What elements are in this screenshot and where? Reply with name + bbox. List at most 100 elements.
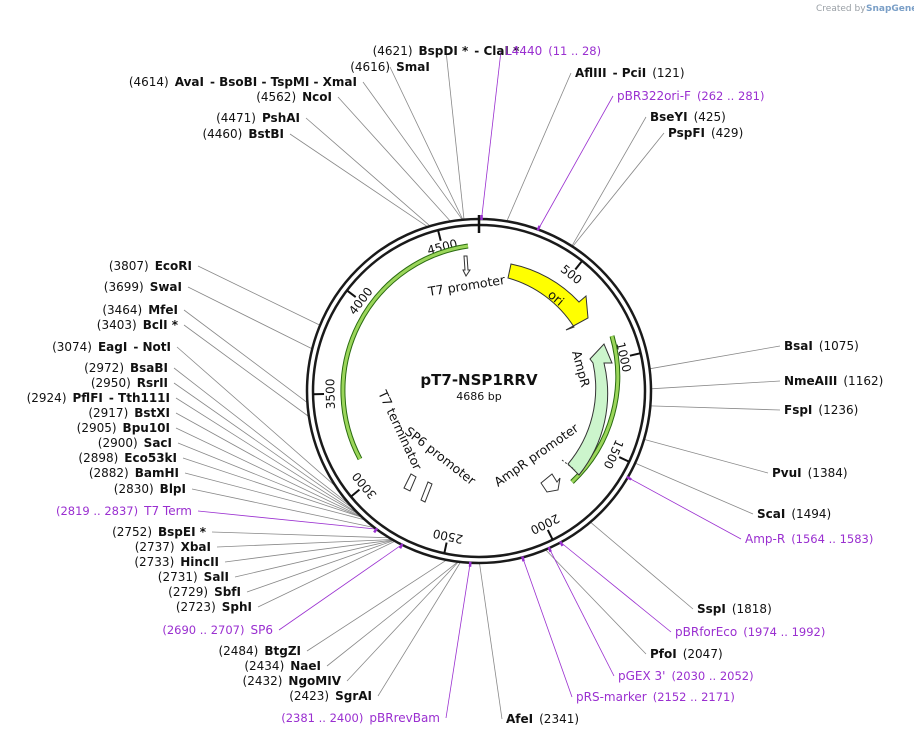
label-pos: (2905) xyxy=(77,421,117,435)
tick-label: 3500 xyxy=(323,378,338,409)
ori-feature[interactable] xyxy=(507,263,589,331)
enzyme-site-label[interactable]: (2731)SalI xyxy=(158,570,229,584)
enzyme-site-label[interactable]: (2723)SphI xyxy=(176,600,252,614)
enzyme-site-label[interactable]: AflIII- PciI(121) xyxy=(575,66,685,80)
enzyme-site-label[interactable]: (2898)Eco53kI xyxy=(78,451,177,465)
enzyme-site-label[interactable]: AfeI(2341) xyxy=(506,712,579,726)
primer-label[interactable]: (2381 .. 2400)pBRrevBam xyxy=(281,711,440,725)
enzyme-site-label[interactable]: (2924)PflFI- Tth111I xyxy=(27,391,170,405)
primer-marks xyxy=(373,215,632,567)
primer-mark xyxy=(536,225,541,231)
leader-line xyxy=(234,539,394,578)
primer-label[interactable]: L4440(11 .. 28) xyxy=(505,44,601,58)
enzyme-site-label[interactable]: (2900)SacI xyxy=(98,436,172,450)
enzyme-site-label[interactable]: (3403)BclI * xyxy=(97,318,179,332)
enzyme-site-label[interactable]: FspI(1236) xyxy=(784,403,858,417)
enzyme-site-label[interactable]: (2882)BamHI xyxy=(89,466,179,480)
label-name: PvuI xyxy=(772,466,802,480)
enzyme-site-label[interactable]: (2830)BlpI xyxy=(114,482,186,496)
t7-terminator-feature[interactable] xyxy=(403,473,417,492)
primer-label[interactable]: Amp-R(1564 .. 1583) xyxy=(745,532,873,546)
enzyme-site-label[interactable]: (4471)PshAI xyxy=(216,111,300,125)
primer-mark xyxy=(373,527,379,534)
primer-label[interactable]: pBR322ori-F(262 .. 281) xyxy=(617,89,764,103)
leader-line xyxy=(650,380,781,390)
enzyme-site-label[interactable]: PfoI(2047) xyxy=(650,647,723,661)
label-name: AflIII xyxy=(575,66,607,80)
enzyme-site-label[interactable]: (2432)NgoMIV xyxy=(243,674,342,688)
leader-line xyxy=(216,539,393,548)
enzyme-site-label[interactable]: (4460)BstBI xyxy=(202,127,284,141)
label-pos: (3403) xyxy=(97,318,137,332)
label-pos: (2432) xyxy=(243,674,283,688)
label-name: BspEI * xyxy=(158,525,207,539)
label-name: SacI xyxy=(144,436,172,450)
leader-line xyxy=(479,562,503,720)
tick-mark xyxy=(574,260,583,271)
enzyme-site-label[interactable]: (2737)XbaI xyxy=(135,540,211,554)
enzyme-site-label[interactable]: (2434)NaeI xyxy=(244,659,321,673)
label-pos: (3464) xyxy=(102,303,142,317)
enzyme-site-label[interactable]: (3464) MfeI xyxy=(102,303,178,317)
primer-label[interactable]: (2690 .. 2707)SP6 xyxy=(162,623,273,637)
ampr-promoter-feature[interactable] xyxy=(540,473,561,493)
label-range: (262 .. 281) xyxy=(697,89,765,103)
enzyme-site-label[interactable]: PspFI(429) xyxy=(668,126,743,140)
primer-label[interactable]: pGEX 3'(2030 .. 2052) xyxy=(618,669,754,683)
enzyme-site-label[interactable]: (4614)AvaI- BsoBI - TspMI - XmaI xyxy=(129,75,357,89)
enzyme-site-label[interactable]: SspI(1818) xyxy=(697,602,772,616)
enzyme-site-label[interactable]: NmeAIII(1162) xyxy=(784,374,883,388)
enzyme-site-label[interactable]: BseYI(425) xyxy=(650,110,726,124)
leader-line xyxy=(445,50,465,220)
label-name: SwaI xyxy=(150,280,182,294)
enzyme-site-label[interactable]: (2423)SgrAI xyxy=(289,689,372,703)
enzyme-site-label[interactable]: ScaI(1494) xyxy=(757,507,831,521)
ampr-feature[interactable] xyxy=(567,343,613,476)
primer-label[interactable]: pRS-marker(2152 .. 2171) xyxy=(576,690,735,704)
label-pos: (2737) xyxy=(135,540,175,554)
plasmid-name: pT7-NSP1RRV xyxy=(420,371,538,389)
enzyme-site-label[interactable]: (4616)SmaI xyxy=(350,60,430,74)
snapgene-logo[interactable]: SnapGene xyxy=(866,4,914,14)
enzyme-site-label[interactable]: (3699) SwaI xyxy=(104,280,182,294)
enzyme-site-label[interactable]: (2733)HincII xyxy=(134,555,219,569)
leader-line xyxy=(224,539,394,563)
label-pos: (3807) xyxy=(109,259,149,273)
tick-label: 3000 xyxy=(349,469,379,501)
enzyme-site-label[interactable]: (2484)BtgZI xyxy=(218,644,301,658)
enzyme-site-label[interactable]: (2917)BstXI xyxy=(88,406,170,420)
label-name: HincII xyxy=(180,555,219,569)
t7-region-arc-fill xyxy=(341,244,469,460)
label-extra: - Tth111I xyxy=(109,391,170,405)
label-name: PflFI xyxy=(73,391,103,405)
leader-line xyxy=(306,559,447,652)
enzyme-site-label[interactable]: (2752)BspEI * xyxy=(112,525,207,539)
leader-line xyxy=(389,66,464,220)
enzyme-site-label[interactable]: (3807)EcoRI xyxy=(109,259,192,273)
label-pos: (2723) xyxy=(176,600,216,614)
leader-line xyxy=(176,346,337,488)
enzyme-site-label[interactable]: (4621)BspDI *- ClaI * xyxy=(373,44,520,58)
label-range: (11 .. 28) xyxy=(548,44,601,58)
label-name: BtgZI xyxy=(264,644,301,658)
t7-promoter-feature[interactable] xyxy=(462,255,471,277)
primer-label[interactable]: pBRforEco(1974 .. 1992) xyxy=(675,625,825,639)
label-name: MfeI xyxy=(148,303,178,317)
enzyme-site-label[interactable]: (2729)SbfI xyxy=(168,585,241,599)
label-name: pBRrevBam xyxy=(369,711,440,725)
enzyme-site-label[interactable]: (2950)RsrII xyxy=(91,376,168,390)
sp6-promoter-feature[interactable] xyxy=(420,481,433,503)
enzyme-site-label[interactable]: (2905)Bpu10I xyxy=(77,421,170,435)
label-name: SalI xyxy=(204,570,229,584)
enzyme-site-label[interactable]: (4562)NcoI xyxy=(256,90,332,104)
enzyme-site-label[interactable]: BsaI(1075) xyxy=(784,339,859,353)
tick-mark xyxy=(350,488,361,498)
enzyme-site-label[interactable]: (3074)EagI- NotI xyxy=(52,340,171,354)
label-pos: (3699) xyxy=(104,280,144,294)
leader-line xyxy=(643,438,769,474)
primer-mark xyxy=(521,556,525,562)
ampr-region-arc-fill xyxy=(570,335,620,484)
enzyme-site-label[interactable]: (2972)BsaBI xyxy=(84,361,168,375)
primer-label[interactable]: (2819 .. 2837)T7 Term xyxy=(56,504,192,518)
enzyme-site-label[interactable]: PvuI(1384) xyxy=(772,466,848,480)
